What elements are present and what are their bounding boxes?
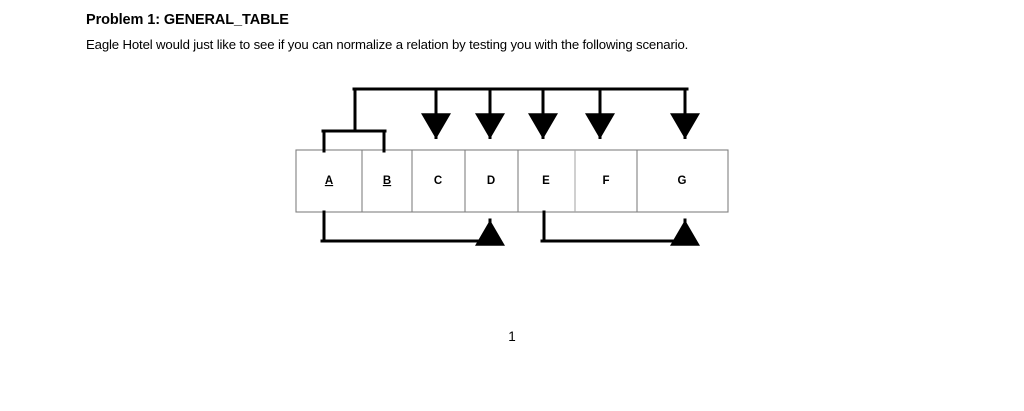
relation-outline xyxy=(295,149,729,213)
page-footer: 1 xyxy=(0,328,1024,346)
attribute-label-d: D xyxy=(487,175,495,187)
fd-arc-e-to-g xyxy=(540,210,700,246)
attribute-label-c: C xyxy=(434,175,442,187)
page-title: Problem 1: GENERAL_TABLE xyxy=(86,12,289,28)
attribute-label-e: E xyxy=(542,175,550,187)
attribute-label-b: B xyxy=(383,175,391,187)
document-header: Problem 1: GENERAL_TABLE Eagle Hotel wou… xyxy=(86,10,946,54)
relation-table: A B C D E F G xyxy=(295,149,729,213)
problem-description: Eagle Hotel would just like to see if yo… xyxy=(86,37,689,52)
attribute-label-a: A xyxy=(325,175,333,187)
composite-key-bracket xyxy=(321,129,387,153)
attribute-label-g: G xyxy=(678,175,687,187)
fd-arc-a-to-d xyxy=(320,210,505,246)
page-number-value: 1 xyxy=(508,329,516,344)
fd-arrows-down xyxy=(421,89,700,139)
attribute-label-f: F xyxy=(602,175,609,187)
